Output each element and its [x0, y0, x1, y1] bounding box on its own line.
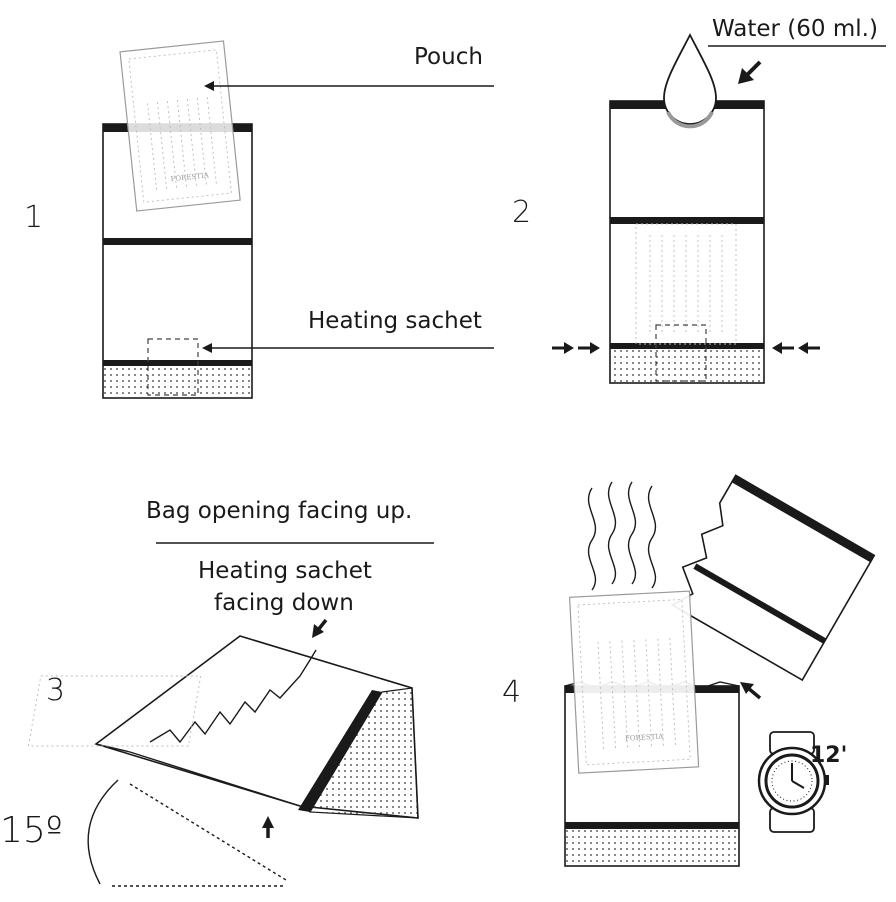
label-bag-opening: Bag opening facing up.	[146, 498, 412, 524]
step-3-band	[298, 690, 382, 812]
step-4-brand: FORESTIA	[625, 733, 665, 743]
label-pouch: Pouch	[414, 44, 483, 70]
step-2-inner-pouch	[635, 223, 737, 345]
step-number-4: 4	[502, 675, 521, 710]
step-2-zip-band	[610, 217, 764, 224]
step-1: 1 FORESTIA Pouch Heating sachet	[24, 40, 494, 399]
heating-sachet-arrowhead	[202, 343, 212, 353]
step-3-torn-edge	[149, 649, 317, 744]
label-heating-sachet-line2: facing down	[214, 590, 354, 616]
step-4-pouch: FORESTIA	[568, 590, 700, 774]
step-2: 2 Water (60 ml.)	[512, 16, 886, 384]
label-heating-sachet: Heating sachet	[308, 308, 482, 334]
timer-label: 12'	[810, 743, 847, 768]
angle-arc	[87, 779, 119, 885]
water-drop-icon	[663, 33, 717, 125]
step-4-torn-top	[670, 474, 876, 682]
step-3-bag-fold	[95, 743, 301, 807]
step-1-pouch: FORESTIA	[119, 40, 241, 212]
watch-icon	[757, 731, 829, 833]
step-3: 3 Bag opening facing up. Heating sachet …	[0, 498, 434, 887]
step-3-down-arrow-icon	[312, 618, 328, 638]
step-number-1: 1	[24, 200, 43, 235]
steam-icon	[587, 481, 657, 591]
step-3-up-arrow-icon	[262, 816, 274, 838]
step-3-dotted-base	[308, 687, 419, 819]
step-3-inner-pouch	[27, 675, 202, 747]
step-number-3: 3	[46, 673, 65, 708]
step-4: 4	[502, 474, 876, 867]
step-4-bottom-band	[565, 822, 739, 829]
pouch-arrowhead	[204, 81, 214, 91]
step-1-zip-band	[103, 238, 252, 245]
step-4-dotted-base	[565, 829, 739, 866]
step-number-2: 2	[512, 195, 531, 230]
step-4-tear-arrow-icon	[740, 682, 762, 700]
step-1-dotted-base	[103, 366, 252, 398]
step-2-bag	[609, 100, 765, 384]
label-heating-sachet-line1: Heating sachet	[198, 558, 372, 584]
step-1-bottom-band	[103, 360, 252, 366]
angle-label: 15º	[0, 810, 63, 851]
step-2-dotted-base	[610, 349, 764, 383]
step-1-heating-sachet	[147, 338, 199, 396]
water-arrow-icon	[738, 60, 762, 84]
angle-incline-line	[129, 783, 287, 881]
step-2-bottom-band	[610, 343, 764, 349]
squeeze-arrows-left-icon	[552, 342, 600, 354]
label-water: Water (60 ml.)	[712, 16, 878, 42]
water-drop-bottom	[666, 111, 714, 129]
step-2-heating-sachet	[655, 324, 707, 382]
squeeze-arrows-right-icon	[772, 342, 820, 354]
